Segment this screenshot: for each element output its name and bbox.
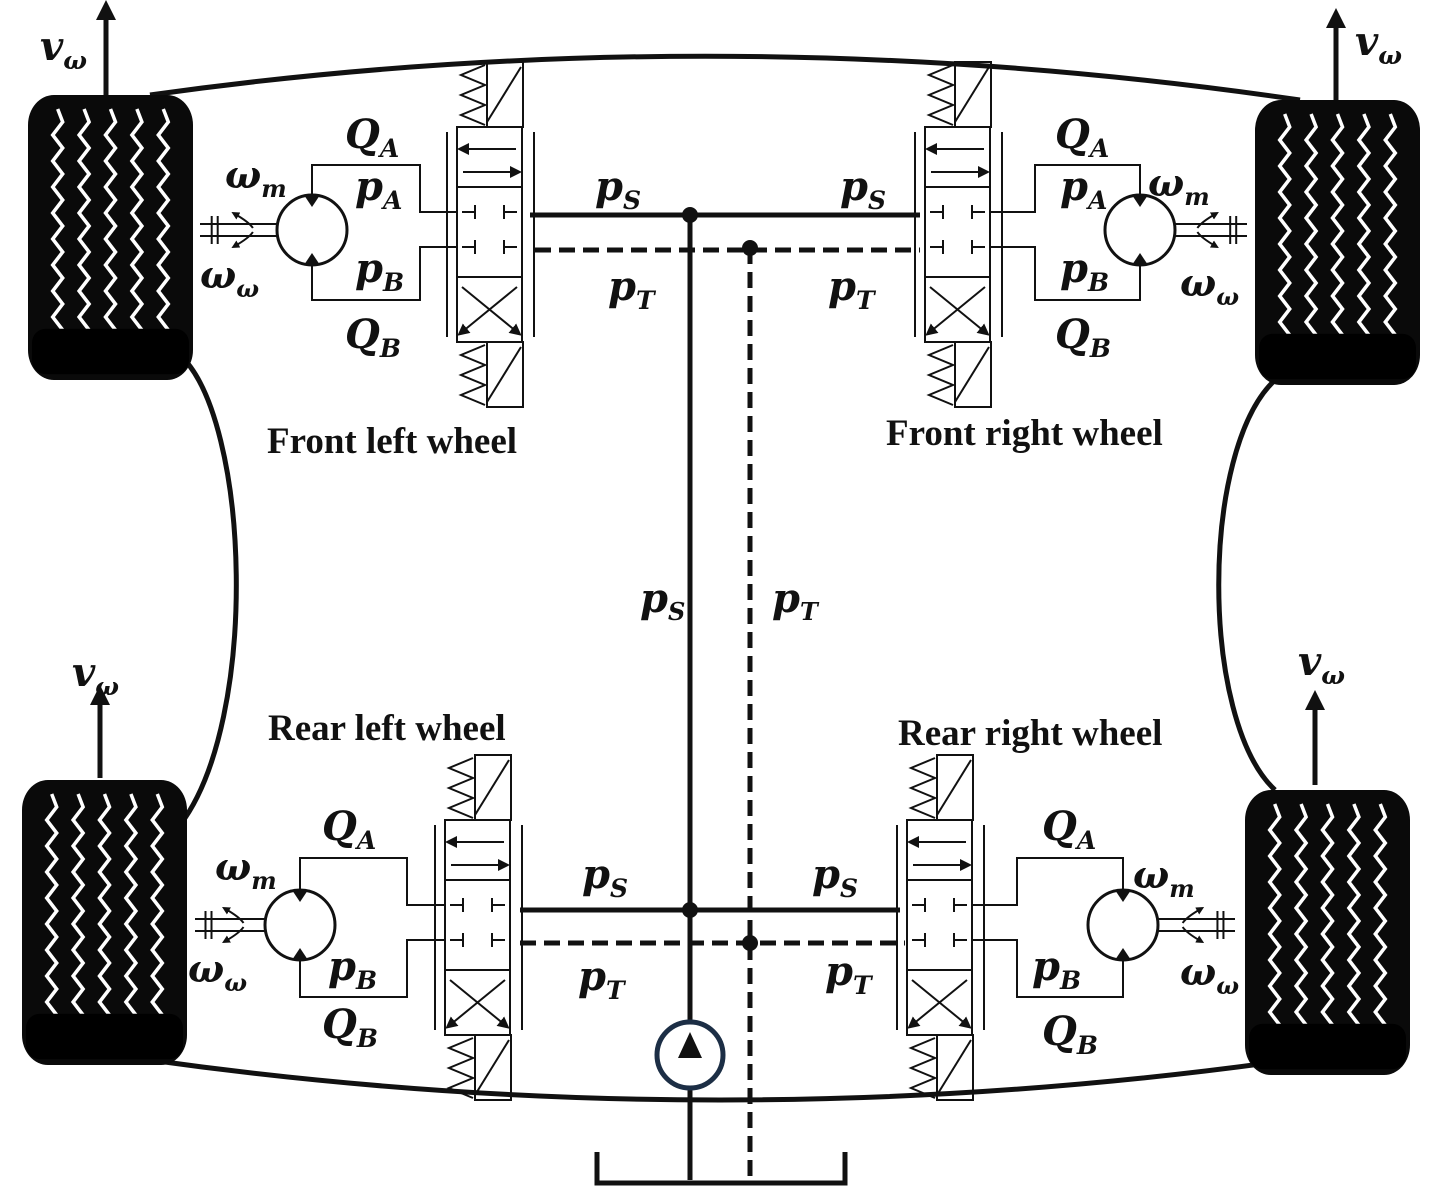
label-pT: pT	[608, 263, 657, 315]
motor-loop-lines	[299, 857, 445, 998]
junction-dots	[682, 207, 758, 951]
label-v-omega: vω	[1355, 18, 1402, 70]
caption-front-right: Front right wheel	[886, 413, 1163, 454]
servo-valve-icon	[446, 61, 535, 408]
svg-text:pS: pS	[640, 575, 685, 626]
tank-icon	[594, 1152, 848, 1186]
label-pt-main: pT	[772, 575, 820, 626]
label-omega-m: ωm	[1133, 852, 1195, 903]
hydraulic-motor-icon	[275, 193, 349, 267]
motor-loop-lines	[972, 857, 1124, 998]
drive-shaft	[200, 212, 278, 248]
pump-icon	[654, 1019, 726, 1091]
servo-valve-icon	[914, 61, 1003, 408]
caption-rear-left: Rear left wheel	[268, 708, 506, 749]
label-QB: QB	[322, 1001, 378, 1053]
servo-valve-icon	[434, 754, 523, 1101]
label-pB: pB	[328, 943, 377, 995]
drive-shaft	[195, 907, 265, 943]
label-pT: pT	[828, 263, 877, 315]
label-omega-m: ωm	[215, 844, 277, 895]
label-pA: pA	[1060, 163, 1107, 215]
label-v-omega: vω	[40, 23, 87, 75]
label-QB: QB	[345, 311, 401, 363]
label-pA: pA	[355, 163, 402, 215]
label-pB: pB	[355, 245, 404, 297]
label-QB: QB	[1055, 311, 1111, 363]
label-omega-w: ωω	[1180, 949, 1239, 1000]
label-pS: pS	[840, 163, 886, 215]
motor-loop-lines	[311, 164, 457, 301]
label-QA: QA	[1055, 111, 1109, 163]
label-QA: QA	[345, 111, 399, 163]
tire-icon	[1245, 790, 1410, 1075]
hydraulic-motor-icon	[1086, 888, 1160, 962]
servo-valve-icon	[896, 754, 985, 1101]
supply-line-ps	[520, 212, 920, 1180]
hydraulic-motor-icon	[1103, 193, 1177, 267]
motor-loop-lines	[990, 164, 1141, 301]
hydraulic-motor-icon	[263, 888, 337, 962]
label-pT: pT	[578, 953, 627, 1005]
label-omega-w: ωω	[188, 946, 247, 997]
label-v-omega: vω	[72, 649, 119, 701]
label-pS: pS	[582, 851, 628, 903]
label-QB: QB	[1042, 1008, 1098, 1060]
label-pB: pB	[1060, 245, 1109, 297]
label-pB: pB	[1032, 943, 1081, 995]
drive-shaft	[1175, 212, 1247, 248]
label-omega-m: ωm	[225, 152, 287, 203]
label-ps-main: pS	[640, 575, 685, 626]
label-pT: pT	[825, 948, 874, 1000]
vehicle-body-outline	[149, 53, 1301, 1103]
return-line-pt	[520, 247, 920, 1180]
label-v-omega: vω	[1298, 638, 1345, 690]
label-QA: QA	[322, 803, 376, 855]
caption-front-left: Front left wheel	[267, 421, 517, 462]
label-pS: pS	[812, 851, 858, 903]
label-omega-m: ωm	[1148, 160, 1210, 211]
tire-icon	[28, 95, 193, 380]
caption-rear-right: Rear right wheel	[898, 713, 1162, 754]
svg-text:pT: pT	[772, 575, 820, 626]
label-omega-w: ωω	[200, 252, 259, 303]
label-pS: pS	[595, 163, 641, 215]
tire-icon	[1255, 100, 1420, 385]
label-omega-w: ωω	[1180, 260, 1239, 311]
label-QA: QA	[1042, 803, 1096, 855]
tire-icon	[22, 780, 187, 1065]
drive-shaft	[1158, 907, 1235, 943]
